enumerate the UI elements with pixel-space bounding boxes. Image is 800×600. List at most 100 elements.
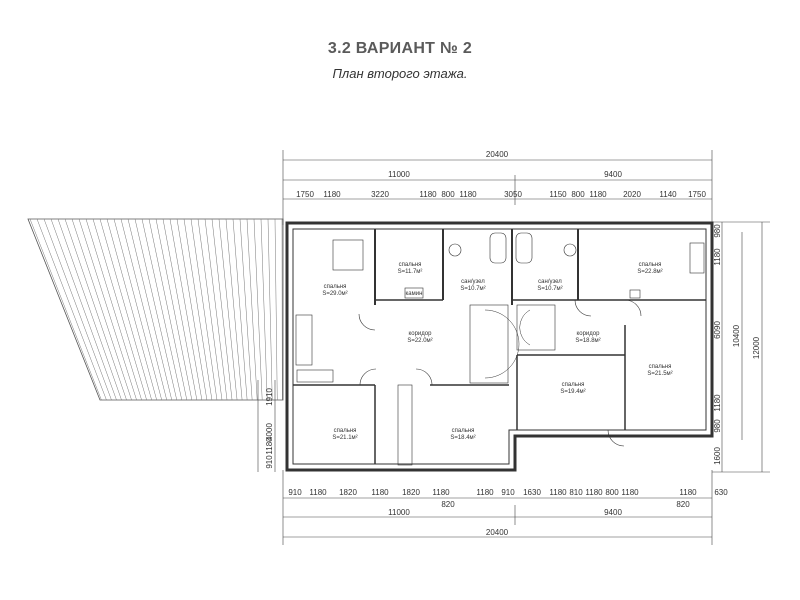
hatch-line bbox=[85, 218, 142, 401]
hatch-line bbox=[71, 218, 132, 401]
dim-bottom-segment: 800 bbox=[605, 488, 619, 497]
page-title: 3.2 ВАРИАНТ № 2 bbox=[327, 40, 473, 57]
hatch-line bbox=[50, 218, 117, 401]
room-area: S=10.7м² bbox=[537, 286, 562, 292]
dim-bottom-segment: 1180 bbox=[371, 488, 389, 497]
hatch-line bbox=[218, 218, 238, 401]
hatch-line bbox=[232, 218, 248, 401]
room-name: спальня bbox=[452, 428, 475, 434]
room-area: S=18.4м² bbox=[450, 435, 475, 441]
room-name: сан/узел bbox=[461, 279, 485, 285]
dim-right-total: 12000 bbox=[752, 336, 761, 359]
hatch-line bbox=[29, 218, 102, 401]
hatch-line bbox=[127, 218, 173, 401]
dim-right-segment: 1180 bbox=[713, 394, 722, 412]
hatch-line bbox=[148, 218, 188, 401]
hatch-line bbox=[106, 218, 157, 401]
room-name: коридор bbox=[409, 331, 433, 337]
hatch-line bbox=[253, 218, 263, 401]
hatch-line bbox=[99, 218, 152, 401]
hatch-line bbox=[64, 218, 127, 401]
dim-top-segment: 3050 bbox=[504, 190, 522, 199]
dim-bottom-segment: 1180 bbox=[549, 488, 567, 497]
dim-top-segment: 800 bbox=[441, 190, 455, 199]
dim-top-segment: 1150 bbox=[549, 190, 567, 199]
dim-bottom-small-2: 820 bbox=[676, 500, 690, 509]
hatch-line bbox=[43, 218, 112, 401]
dim-bottom-segment: 630 bbox=[714, 488, 728, 497]
dim-bottom-segment: 810 bbox=[569, 488, 583, 497]
room-name: спальня bbox=[562, 382, 585, 388]
room-area: S=18.8м² bbox=[575, 338, 600, 344]
room-name: спальня bbox=[324, 284, 347, 290]
hatch-line bbox=[239, 218, 253, 401]
hatch-line bbox=[204, 218, 228, 401]
walls bbox=[285, 221, 714, 472]
hatch-line bbox=[155, 218, 193, 401]
dim-bottom-segment: 1820 bbox=[402, 488, 420, 497]
hatch-line bbox=[211, 218, 233, 401]
hatch-line bbox=[190, 218, 218, 401]
dim-right-segment: 6090 bbox=[713, 321, 722, 339]
hatch-line bbox=[260, 218, 268, 401]
dim-total-bottom: 20400 bbox=[486, 528, 509, 537]
room-area: S=19.4м² bbox=[560, 389, 585, 395]
page-subtitle: План второго этажа. bbox=[332, 66, 468, 81]
hatch-line bbox=[274, 218, 278, 401]
terrace-hatch bbox=[27, 218, 284, 401]
dim-right-segment: 1180 bbox=[713, 248, 722, 266]
hatch-line bbox=[113, 218, 162, 401]
hatch-line bbox=[225, 218, 243, 401]
dim-right-segment: 980 bbox=[713, 224, 722, 238]
dim-top-segment: 3220 bbox=[371, 190, 389, 199]
room-area: S=22.8м² bbox=[637, 269, 662, 275]
dim-right-mid: 10400 bbox=[732, 324, 741, 347]
room-name: спальня bbox=[399, 262, 422, 268]
dim-bottom-segment: 1180 bbox=[679, 488, 697, 497]
dim-bottom-segment: 1180 bbox=[309, 488, 327, 497]
dim-top-segment: 800 bbox=[571, 190, 585, 199]
dim-left-segment: 4000 bbox=[265, 423, 274, 441]
dim-bottom-small-1: 820 bbox=[441, 500, 455, 509]
hatch-line bbox=[246, 218, 258, 401]
hatch-line bbox=[78, 218, 137, 401]
room-name: спальня bbox=[639, 262, 662, 268]
room-name: коридор bbox=[577, 331, 601, 337]
room-area: S=10.7м² bbox=[460, 286, 485, 292]
dim-left-top: 11000 bbox=[388, 170, 410, 179]
dim-bottom-segment: 910 bbox=[288, 488, 302, 497]
dim-top-segment: 1180 bbox=[419, 190, 437, 199]
dim-right-bottom: 9400 bbox=[604, 508, 622, 517]
dim-bottom-segment: 1630 bbox=[523, 488, 541, 497]
dim-right-segment: 1600 bbox=[713, 447, 722, 465]
hatch-line bbox=[141, 218, 183, 401]
room-name: спальня bbox=[649, 364, 672, 370]
dim-right-segment: 980 bbox=[713, 419, 722, 433]
hatch-line bbox=[134, 218, 178, 401]
hatch-line bbox=[57, 218, 122, 401]
dim-top-segment: 1180 bbox=[589, 190, 607, 199]
hatch-line bbox=[36, 218, 107, 401]
dim-right-top: 9400 bbox=[604, 170, 622, 179]
dim-top-segment: 1180 bbox=[323, 190, 341, 199]
hatch-line bbox=[176, 218, 208, 401]
dim-top-segment: 1140 bbox=[659, 190, 677, 199]
hatch-line bbox=[92, 218, 147, 401]
room-area: S=21.1м² bbox=[332, 435, 357, 441]
room-area: S=29.0м² bbox=[322, 291, 347, 297]
dim-bottom-segment: 1180 bbox=[476, 488, 494, 497]
dimension-lines bbox=[257, 150, 770, 545]
hatch-line bbox=[162, 218, 198, 401]
room-name: спальня bbox=[334, 428, 357, 434]
dim-left-segment: 1180 bbox=[265, 437, 274, 455]
dim-top-segment: 1750 bbox=[296, 190, 314, 199]
room-area: S=11.7м² bbox=[398, 269, 423, 275]
room-area: S=21.5м² bbox=[647, 371, 672, 377]
dim-bottom-segment: 1180 bbox=[585, 488, 603, 497]
dim-top-segment: 2020 bbox=[623, 190, 641, 199]
dim-bottom-segment: 1820 bbox=[339, 488, 357, 497]
dim-bottom-segment: 910 bbox=[501, 488, 515, 497]
hatch-line bbox=[183, 218, 213, 401]
hatch-line bbox=[120, 218, 167, 401]
